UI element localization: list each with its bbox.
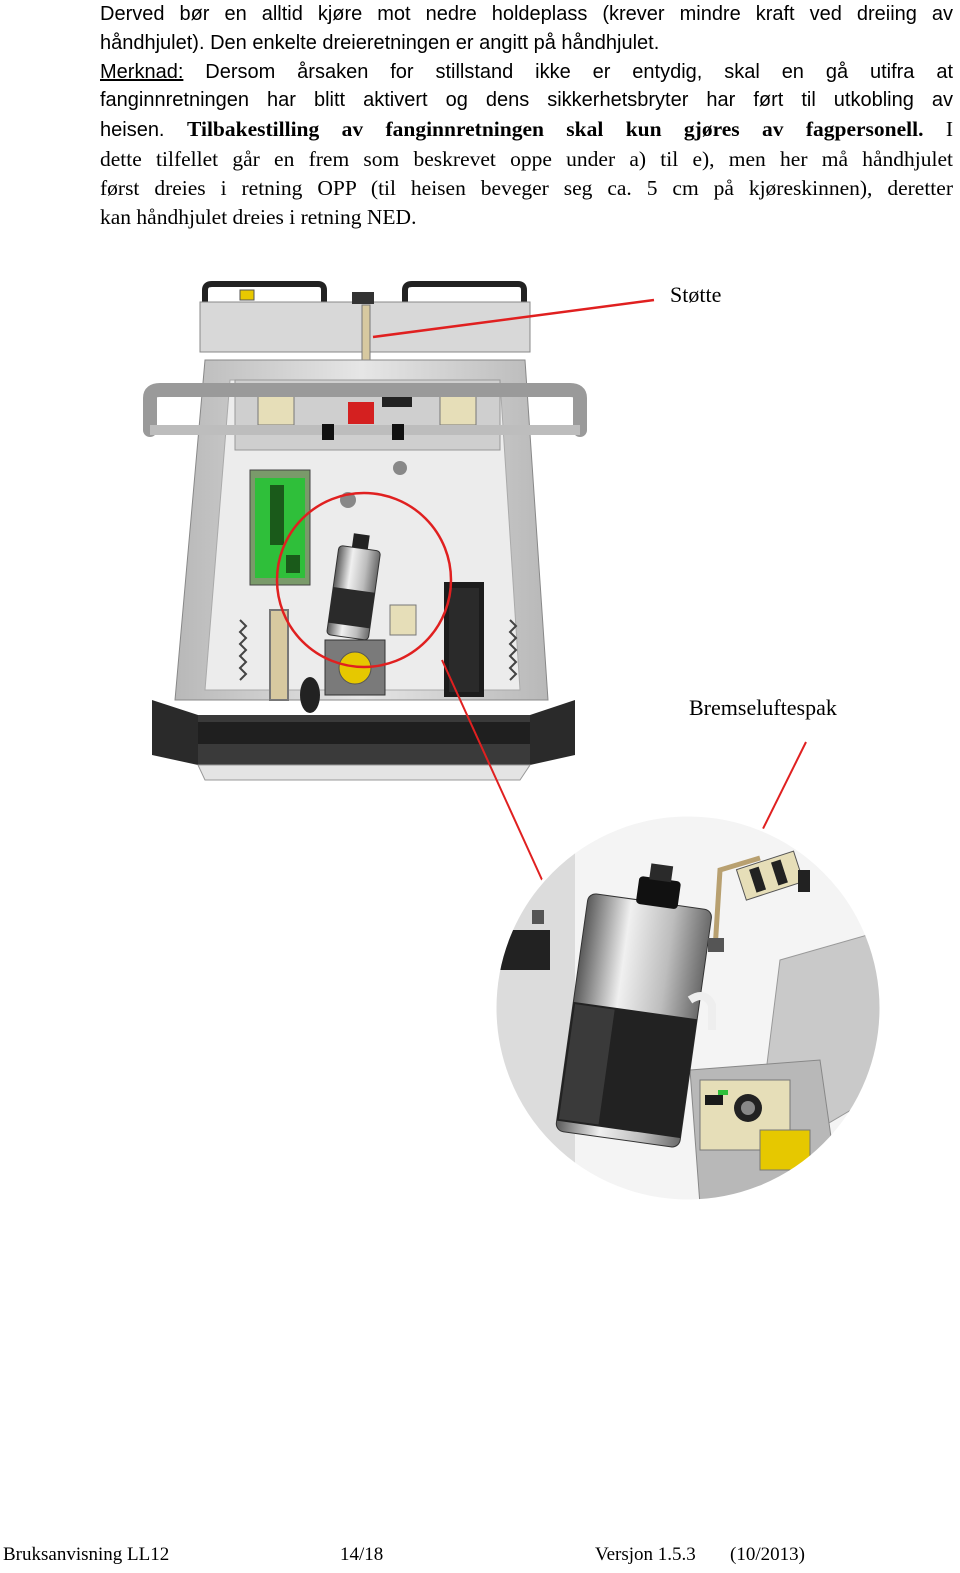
text-line-2: håndhjulet). Den enkelte dreieretningen … (100, 31, 660, 54)
text-line-5: heisen. Tilbakestilling av fanginnretnin… (100, 115, 953, 145)
motor-overview (326, 533, 381, 641)
paragraph-note: Merknad: Dersom årsaken for stillstand i… (100, 58, 953, 116)
paragraph-intro: Derved bør en alltid kjøre mot nedre hol… (100, 0, 953, 58)
text-line-7: først dreies i retning OPP (til heisen b… (100, 175, 953, 200)
note-text: Dersom årsaken for stillstand ikke er en… (183, 60, 953, 83)
footer-manual: Bruksanvisning LL12 (3, 1544, 170, 1565)
label-brake-release: Bremseluftespak (689, 695, 837, 720)
text-line-6: dette tilfellet går en frem som beskreve… (100, 146, 953, 171)
gearbox-overview (300, 604, 417, 713)
label-support: Støtte (670, 282, 722, 307)
footer-version: Versjon 1.5.3 (595, 1544, 696, 1565)
warning-bold: Tilbakestilling av fanginnretningen skal… (187, 117, 924, 142)
text-line-8: kan håndhjulet dreies i retning NED. (100, 204, 417, 229)
footer-page-number: 14/18 (340, 1544, 384, 1565)
zoomed-detail (495, 815, 881, 1201)
text-line-1: Derved bør en alltid kjøre mot nedre hol… (100, 3, 953, 25)
note-label: Merknad: (100, 60, 184, 83)
support-callout-line (372, 298, 655, 339)
highlight-circle (275, 491, 453, 669)
bottom-frame (152, 700, 575, 781)
text-line-5-start: heisen. (100, 119, 188, 142)
text-line-4: fanginnretningen har blitt aktivert og d… (100, 89, 953, 112)
zoom-callout-line (441, 659, 544, 883)
text-line-5-end: I (923, 117, 953, 142)
circuit-board (249, 469, 311, 586)
text-line-3: Merknad: Dersom årsaken for stillstand i… (100, 58, 953, 87)
paragraph-reset: heisen. Tilbakestilling av fanginnretnin… (100, 115, 953, 231)
footer-date: (10/2013) (730, 1544, 805, 1565)
top-plate (199, 281, 531, 386)
bumper-bar (143, 383, 587, 440)
springs (238, 609, 518, 701)
